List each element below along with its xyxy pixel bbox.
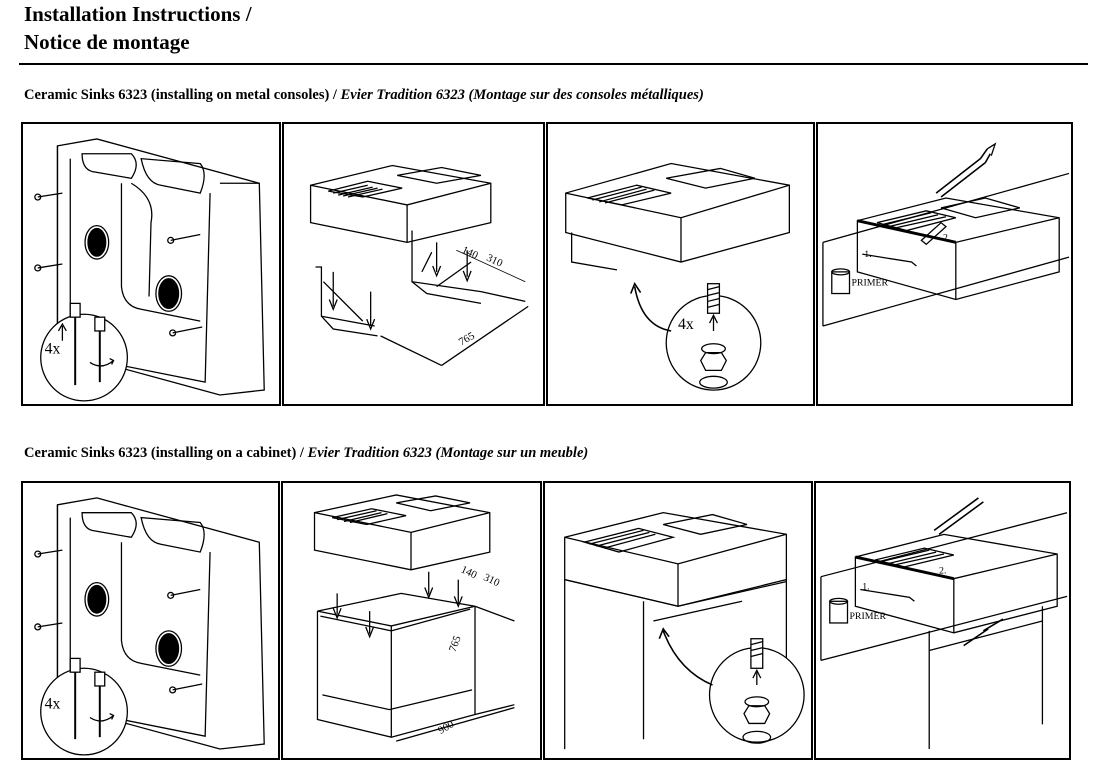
detail-zoom-circle [40,667,129,756]
dim-765: 765 [447,634,464,653]
panel-sink-underside-bolts: 4x [21,481,280,760]
primer-label: PRIMER [849,611,886,622]
sink-underside-illustration: 4x [34,138,265,402]
section-title-cabinet: Ceramic Sinks 6323 (installing on a cabi… [24,445,588,462]
sealing-cabinet-illustration: 1. 2. PRIMER [820,497,1068,749]
document-title: Installation Instructions / Notice de mo… [24,0,252,56]
title-line-2: Notice de montage [24,30,190,54]
dim-765: 765 [457,330,477,349]
step-2-label: 2. [939,566,946,577]
section-title-en: Ceramic Sinks 6323 (installing on a cabi… [24,445,308,461]
title-line-1: Installation Instructions / [24,2,252,26]
step-1-label: 1. [862,581,869,592]
panel-cabinet-dimensions: 140 310 765 900 [281,481,542,760]
bolting-illustration: 4x [565,162,790,391]
primer-label: PRIMER [851,278,888,289]
section-title-consoles: Ceramic Sinks 6323 (installing on metal … [24,87,704,104]
qty-label: 4x [45,696,61,713]
section-title-fr: Evier Tradition 6323 (Montage sur un meu… [307,445,589,461]
step-2-label: 2. [943,232,950,243]
bolting-cabinet-illustration [564,511,805,750]
panel-sink-underside-bolts: 4x [21,122,281,406]
qty-label: 4x [45,341,61,358]
panel-bolting-sink: 4x [546,122,815,406]
consoles-illustration: 140 310 765 [309,164,529,367]
step-1-label: 1. [864,249,871,260]
panel-bolting-cabinet [543,481,813,760]
cabinet-illustration: 140 310 765 900 [313,494,515,742]
dim-310: 310 [485,252,505,270]
panel-sealing-primer: 1. 2. PRIMER [816,122,1073,406]
section-title-en: Ceramic Sinks 6323 (installing on metal … [24,87,341,103]
qty-label: 4x [678,316,694,333]
panel-consoles-dimensions: 140 310 765 [282,122,545,406]
header-divider [19,63,1088,65]
sealing-illustration: 1. 2. PRIMER [822,142,1070,327]
dim-140: 140 [460,244,480,262]
sink-underside-illustration: 4x [34,497,265,756]
dim-310: 310 [482,571,502,589]
section-title-fr: Evier Tradition 6323 (Montage sur des co… [340,87,704,103]
panel-sealing-primer: 1. 2. PRIMER [814,481,1071,760]
screw-group [34,192,203,337]
dim-140: 140 [459,564,479,582]
